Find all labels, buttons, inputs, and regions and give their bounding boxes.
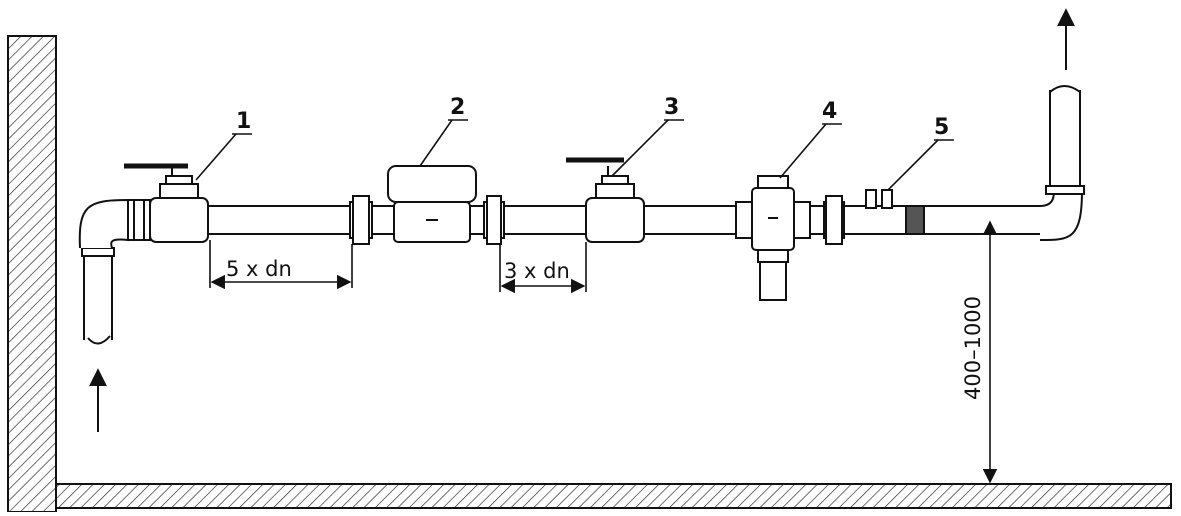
valve-3 (566, 157, 645, 243)
dimension-upstream-label: 5 x dn (226, 257, 292, 281)
wall (7, 35, 57, 513)
callout-3: 3 (664, 95, 679, 120)
callout-4: 4 (822, 99, 837, 124)
floor (55, 483, 1172, 509)
dimension-height-label: 400–1000 (961, 296, 985, 400)
inlet-pipe (78, 198, 129, 345)
callout-5: 5 (934, 115, 949, 140)
inlet-coupling (127, 199, 151, 241)
callout-leaders (195, 119, 954, 191)
callout-1: 1 (236, 109, 251, 134)
valve-1 (124, 163, 209, 243)
union-2 (483, 195, 505, 245)
main-pipe (128, 205, 1040, 235)
dimension-upstream (209, 240, 353, 290)
water-meter-2 (387, 165, 477, 243)
component-4 (735, 175, 811, 301)
component-5 (823, 189, 925, 245)
callout-2: 2 (450, 95, 465, 120)
dimension-downstream-label: 3 x dn (504, 259, 570, 283)
dimension-downstream (499, 242, 587, 294)
union-1 (349, 195, 373, 245)
outlet-pipe (1039, 85, 1085, 241)
